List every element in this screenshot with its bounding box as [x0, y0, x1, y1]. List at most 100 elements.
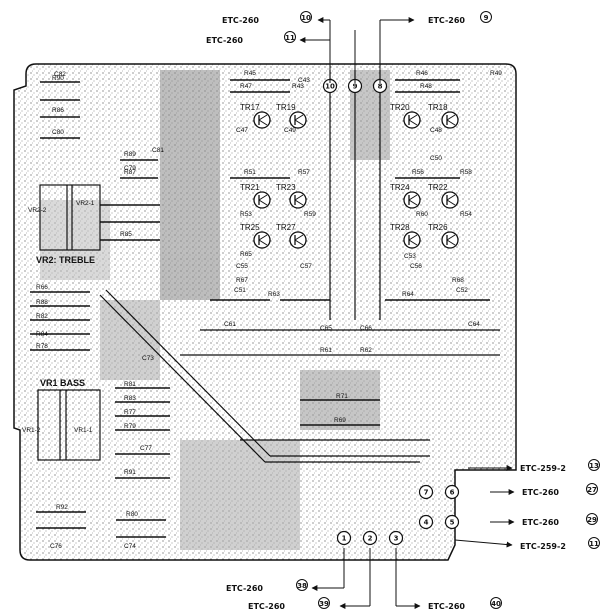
- capacitor-label-c64: C64: [468, 321, 480, 328]
- connection-pin-c11b: 11: [589, 540, 599, 548]
- resistor-label-r47: R47: [240, 83, 252, 90]
- connection-pin-circle: [588, 537, 600, 549]
- resistor-label-r83: R83: [124, 395, 136, 402]
- connection-pin-circle: [480, 11, 492, 23]
- vr2-2-label: VR2-2: [28, 207, 47, 214]
- resistor-label-r92: R92: [56, 504, 68, 511]
- connection-label-c10: ETC-260: [222, 16, 259, 25]
- transistor-symbol: [403, 111, 421, 129]
- capacitor-label-c80: C80: [52, 129, 64, 136]
- resistor-label-r68: R68: [452, 277, 464, 284]
- transistor-label-tr27: TR27: [276, 223, 296, 232]
- board-pin-5: 5: [450, 519, 455, 527]
- board-texture: [40, 70, 390, 550]
- transistor-symbol: [403, 231, 421, 249]
- connection-label-c11: ETC-260: [206, 36, 243, 45]
- vr2-1-label: VR2-1: [76, 200, 95, 207]
- transistor-symbol: [253, 191, 271, 209]
- resistor-label-r48: R48: [420, 83, 432, 90]
- transistor-symbol: [289, 231, 307, 249]
- board-pin-circle: [418, 484, 434, 500]
- connection-label-c40: ETC-260: [428, 602, 465, 611]
- vr1-2-label: VR1-2: [22, 427, 41, 434]
- transistor-label-tr18: TR18: [428, 103, 448, 112]
- board-pin-circle: [444, 484, 460, 500]
- resistor-label-r60: R60: [416, 211, 428, 218]
- board-pin-8: 8: [378, 83, 383, 91]
- potentiometer-vr1: VR1 BASS VR1-2 VR1-1: [22, 378, 101, 461]
- resistor-label-r87: R87: [124, 169, 136, 176]
- capacitor-label-c48: C48: [430, 127, 442, 134]
- connection-pin-circle: [586, 483, 598, 495]
- transistor-symbol: [441, 231, 459, 249]
- transistor-label-tr20: TR20: [390, 103, 410, 112]
- connection-label-c27: ETC-260: [522, 488, 559, 497]
- resistor-label-r88: R88: [36, 299, 48, 306]
- board-pin-7: 7: [424, 489, 429, 497]
- connection-pin-circle: [586, 513, 598, 525]
- connection-pin-circle: [284, 31, 296, 43]
- connection-pin-circle: [490, 597, 502, 609]
- transistor-label-tr21: TR21: [240, 183, 260, 192]
- resistor-label-r53: R53: [240, 211, 252, 218]
- transistor-label-tr22: TR22: [428, 183, 448, 192]
- resistor-label-r62: R62: [360, 347, 372, 354]
- connection-pin-circle: [318, 597, 330, 609]
- treble-label: VR2: TREBLE: [36, 255, 95, 265]
- capacitor-label-c51: C51: [234, 287, 246, 294]
- transistor-symbol: [441, 191, 459, 209]
- connection-pin-c9: 9: [484, 14, 489, 22]
- connection-pin-c11: 11: [285, 34, 295, 42]
- capacitor-label-c76: C76: [50, 543, 62, 550]
- capacitor-label-c82: C82: [54, 71, 66, 78]
- board-pin-3: 3: [394, 535, 399, 543]
- resistor-label-r91: R91: [124, 469, 136, 476]
- transistor-label-tr17: TR17: [240, 103, 260, 112]
- connection-pin-circle: [588, 459, 600, 471]
- board-pin-circle: [444, 514, 460, 530]
- potentiometer-vr2: VR2-2 VR2-1 VR2: TREBLE: [28, 184, 101, 265]
- capacitor-label-c47: C47: [236, 127, 248, 134]
- resistor-label-r45: R45: [244, 70, 256, 77]
- connection-pin-c13: 13: [589, 462, 599, 470]
- resistor-label-r63: R63: [268, 291, 280, 298]
- resistor-label-r80: R80: [126, 511, 138, 518]
- transistor-label-tr24: TR24: [390, 183, 410, 192]
- connection-label-c13: ETC-259-2: [520, 464, 566, 473]
- connection-pin-c27: 27: [587, 486, 597, 494]
- resistor-label-r51: R51: [244, 169, 256, 176]
- connection-label-c9: ETC-260: [428, 16, 465, 25]
- capacitor-label-c43: C43: [298, 77, 310, 84]
- connection-arrows: [299, 17, 515, 609]
- board-pin-6: 6: [450, 489, 455, 497]
- resistor-label-r86: R86: [52, 107, 64, 114]
- resistor-label-r69: R69: [334, 417, 346, 424]
- board-outline: [13, 63, 517, 561]
- resistor-label-r67: R67: [236, 277, 248, 284]
- capacitor-label-c65: C65: [320, 325, 332, 332]
- connection-pin-circle: [296, 579, 308, 591]
- board-pin-10: 10: [325, 83, 335, 91]
- connection-pin-c39: 39: [319, 600, 329, 608]
- connection-label-c11b: ETC-259-2: [520, 542, 566, 551]
- capacitor-label-c77: C77: [140, 445, 152, 452]
- component-bars: [30, 79, 490, 538]
- capacitor-label-c79: C79: [124, 165, 136, 172]
- capacitor-label-c73: C73: [142, 355, 154, 362]
- vr1-1-label: VR1-1: [74, 427, 93, 434]
- board-pin-9: 9: [353, 83, 358, 91]
- resistor-label-r90: R90: [52, 75, 64, 82]
- transistor-symbol: [403, 191, 421, 209]
- board-pin-circle: [388, 530, 404, 546]
- capacitor-label-c49: C49: [284, 127, 296, 134]
- resistor-label-r85: R85: [120, 231, 132, 238]
- resistor-label-r78: R78: [36, 343, 48, 350]
- connection-pin-c38: 38: [297, 582, 307, 590]
- capacitor-label-c53: C53: [404, 253, 416, 260]
- resistor-label-r65: R65: [240, 251, 252, 258]
- resistor-label-r84: R84: [36, 331, 48, 338]
